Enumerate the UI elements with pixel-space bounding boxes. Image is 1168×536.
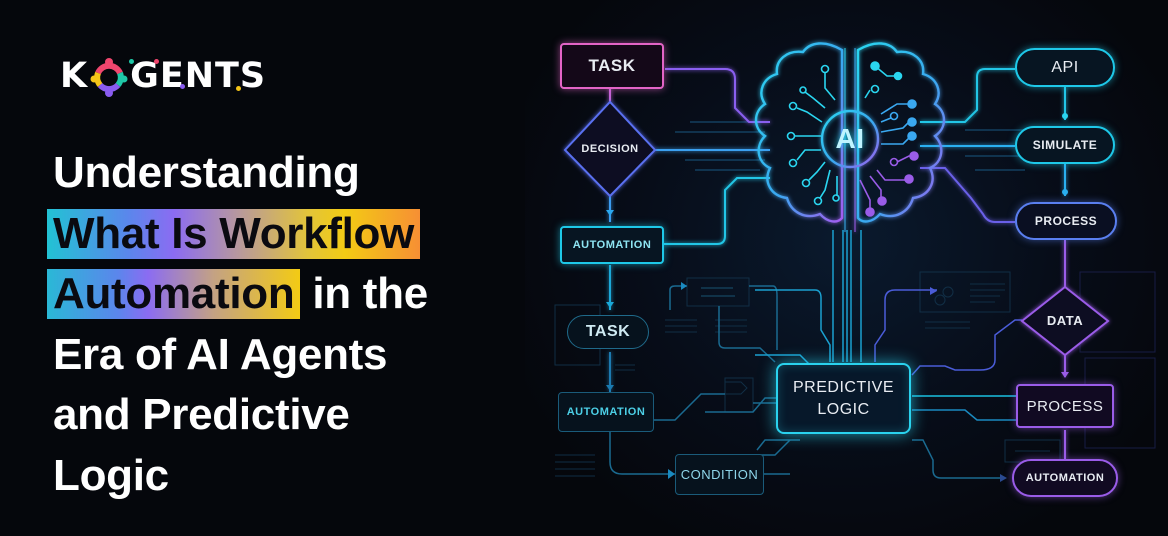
api-node: API (1015, 48, 1115, 87)
decision-diamond (563, 100, 657, 198)
automation-node-2: AUTOMATION (558, 392, 654, 432)
logo-letter-k: K (60, 55, 89, 96)
data-node-label: DATA (1046, 313, 1084, 328)
task-node-top-label: TASK (588, 56, 636, 75)
process-node-2-label: PROCESS (1026, 397, 1104, 415)
logo-letters-gents: GENTS (130, 55, 267, 96)
diagram-connectors (554, 42, 1156, 482)
automation-node-right: AUTOMATION (1012, 459, 1118, 497)
api-node-label: API (1051, 58, 1079, 76)
kogents-logo: K GENTS (60, 54, 266, 98)
condition-node-label: CONDITION (680, 467, 759, 482)
title-line-6: Logic (53, 450, 169, 500)
simulate-node: SIMULATE (1015, 126, 1115, 164)
process-node-1: PROCESS (1015, 202, 1117, 240)
title-line-1: Understanding (53, 148, 360, 197)
simulate-node-label: SIMULATE (1032, 138, 1098, 152)
task-node-mid: TASK (567, 315, 649, 349)
page-title: Understanding What Is Workflow Automatio… (47, 143, 543, 506)
automation-node-2-label: AUTOMATION (566, 406, 646, 418)
task-node-mid-label: TASK (585, 323, 631, 340)
ai-brain-label: AI (835, 123, 865, 154)
workflow-diagram: TASK DECISION AUTOMATION TASK AUTOMATION… (525, 0, 1168, 536)
predictive-logic-line1: PREDICTIVE (792, 378, 894, 396)
title-line-4: Era of AI Agents (53, 329, 388, 379)
logo-dot-purple (180, 84, 186, 89)
data-diamond (1020, 285, 1110, 357)
people-ring-icon (90, 58, 128, 97)
title-line-3-rest: in the (300, 269, 428, 318)
task-node-top: TASK (560, 43, 664, 89)
predictive-logic-node: PREDICTIVE LOGIC (776, 363, 911, 434)
logo-dot-yellow (236, 86, 242, 91)
condition-node: CONDITION (675, 454, 764, 495)
logo-dot-pink (154, 59, 160, 64)
predictive-logic-line2: LOGIC (817, 400, 870, 418)
automation-node-right-label: AUTOMATION (1025, 472, 1105, 484)
title-highlight-1: What Is Workflow (47, 208, 421, 259)
title-line-3: Automation in the (47, 264, 543, 325)
title-line-2: What Is Workflow (47, 204, 543, 265)
decision-node-label: DECISION (581, 143, 639, 155)
automation-node-1: AUTOMATION (560, 226, 664, 264)
title-line-5: and Predictive (53, 390, 350, 439)
process-node-1-label: PROCESS (1034, 214, 1098, 228)
process-node-2: PROCESS (1016, 384, 1114, 428)
logo-dot-teal (129, 59, 135, 64)
automation-node-1-label: AUTOMATION (572, 239, 652, 251)
ai-brain-icon (754, 42, 946, 232)
title-highlight-2: Automation (47, 269, 301, 319)
